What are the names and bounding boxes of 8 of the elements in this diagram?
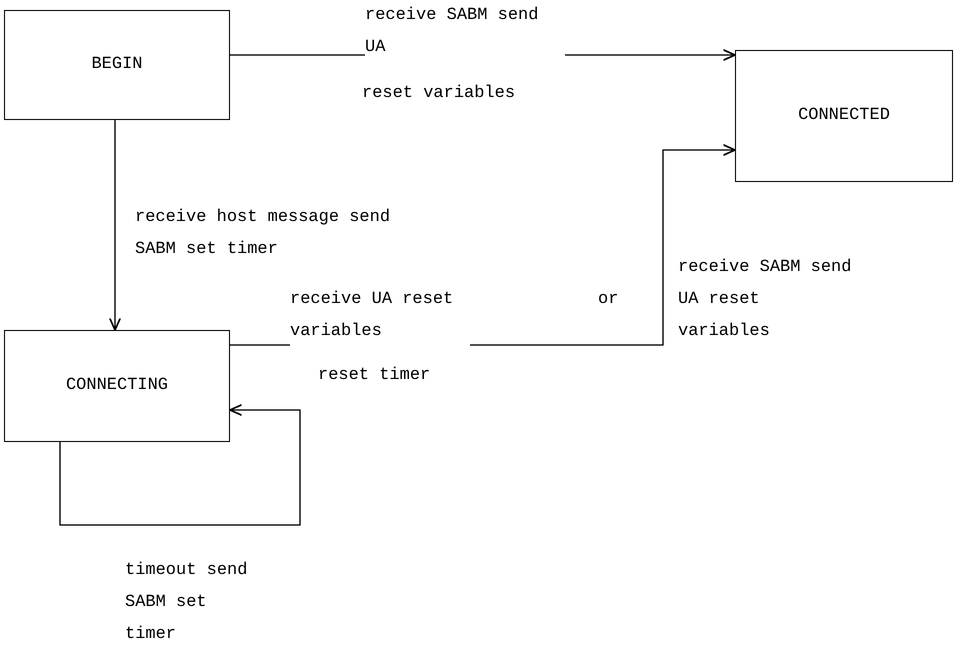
state-box xyxy=(4,330,230,442)
arrow xyxy=(108,120,122,331)
state-box xyxy=(4,10,230,120)
state-name: CONNECTING xyxy=(66,375,168,397)
arrow xyxy=(59,404,301,526)
state-name: CONNECTED xyxy=(798,105,890,127)
state-name: BEGIN xyxy=(91,54,142,76)
state-box xyxy=(735,50,953,182)
